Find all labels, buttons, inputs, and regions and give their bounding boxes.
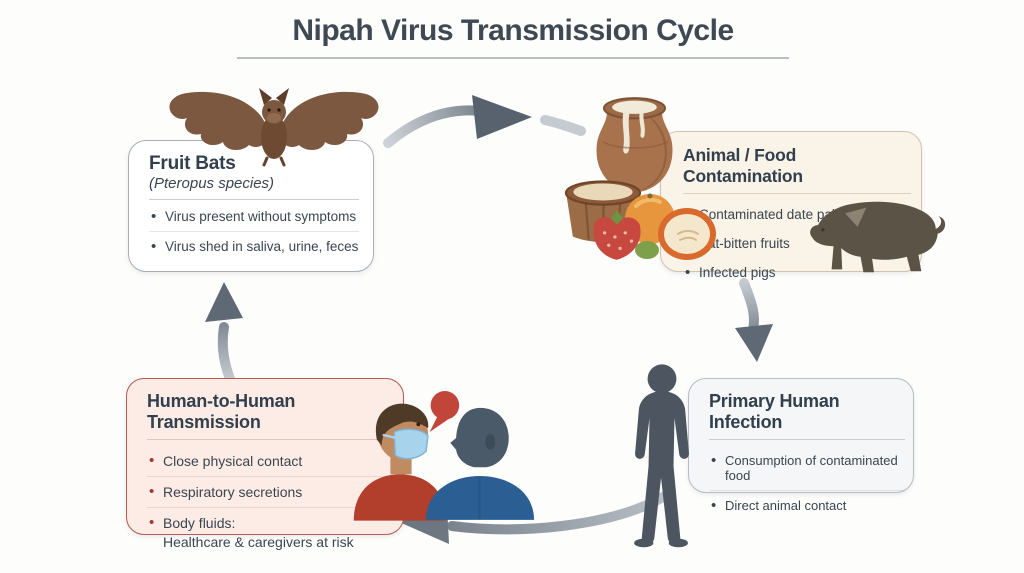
contact-person-icon	[424, 398, 536, 520]
bullet-list: Contaminated date palm sap Bat-bitten fr…	[683, 200, 911, 287]
node-fruit-bats: Fruit Bats (Pteropus species) Virus pres…	[128, 140, 374, 272]
speech-bubble-icon	[423, 390, 463, 434]
list-item: Contaminated date palm sap	[683, 200, 911, 229]
node-title: Human-to-Human Transmission	[147, 391, 393, 440]
bullet-list: Consumption of contaminated food Direct …	[709, 446, 905, 520]
node-subtitle: (Pteropus species)	[149, 175, 359, 200]
bullet-list: Virus present without symptoms Virus she…	[149, 202, 359, 261]
arrow-primary-to-h2h-icon	[390, 492, 668, 544]
node-primary-human-infection: Primary Human Infection Consumption of c…	[688, 378, 914, 514]
list-item: Infected pigs	[683, 258, 911, 287]
arrow-h2h-to-bats-icon	[205, 282, 243, 391]
list-item: Virus present without symptoms	[149, 202, 359, 231]
list-item: Bat-bitten fruits	[683, 229, 911, 258]
list-item: Direct animal contact	[709, 490, 905, 520]
lime-icon	[634, 240, 660, 260]
strawberry-icon	[586, 210, 648, 262]
list-item: Virus shed in saliva, urine, feces	[149, 231, 359, 261]
list-item: Consumption of contaminated food	[709, 446, 905, 490]
page-title: Nipah Virus Transmission Cycle	[237, 14, 789, 59]
arrow-food-to-primary-icon	[735, 278, 773, 362]
list-item: Body fluids:	[147, 507, 393, 538]
arrow-bats-to-food-icon	[383, 95, 586, 148]
node-title: Animal / Food Contamination	[683, 145, 911, 194]
node-title: Fruit Bats	[149, 153, 236, 174]
node-animal-food-contamination: Animal / Food Contamination Contaminated…	[660, 131, 922, 281]
list-item: Respiratory secretions	[147, 476, 393, 507]
node-title: Primary Human Infection	[709, 391, 905, 440]
sub-bullet-text: Healthcare & caregivers at risk	[163, 534, 354, 550]
sap-bucket-icon	[558, 176, 648, 245]
node-human-to-human-transmission: Human-to-Human Transmission Close physic…	[126, 378, 404, 550]
bullet-list: Close physical contact Respiratory secre…	[147, 446, 393, 538]
list-item: Close physical contact	[147, 446, 393, 476]
